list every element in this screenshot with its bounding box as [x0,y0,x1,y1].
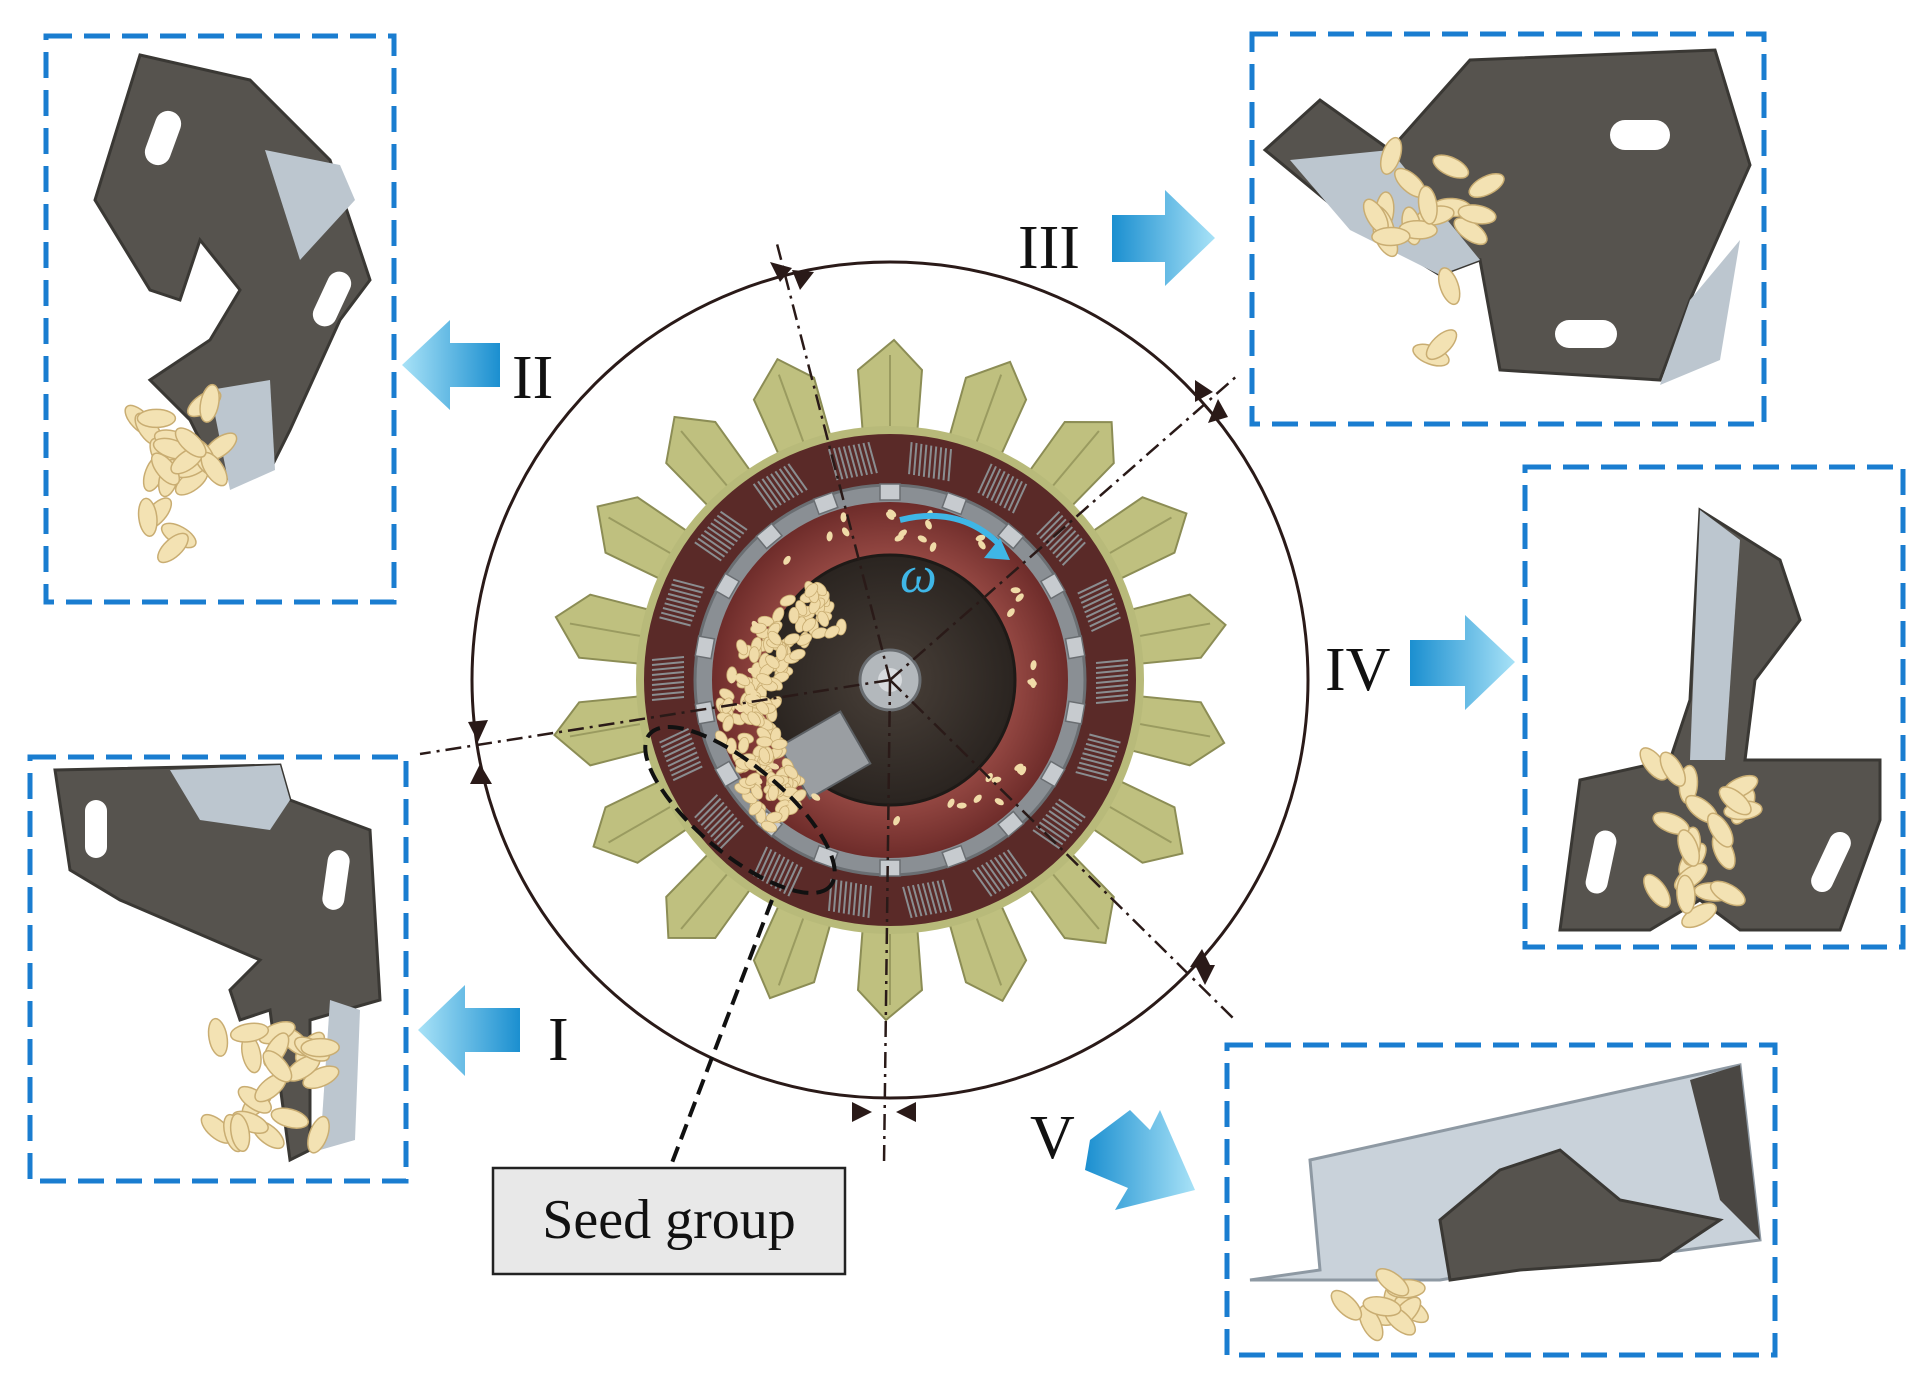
stage-label-iv: IV [1325,636,1391,704]
seed-cluster-ii [124,383,238,564]
stage-label-iii: III [1018,214,1080,282]
seed-cup-i [53,763,382,1163]
seed-group-outline [643,724,837,896]
stage-label-v: V [1030,1104,1075,1172]
arrow-down-right-icon [1085,1110,1195,1210]
spring [977,463,1028,514]
rotation-circle [419,239,1310,1166]
spring [827,878,872,918]
stage-ii-indicator: II [402,320,553,412]
rotation-arrow-icon [984,538,1010,560]
division-arrows [468,262,1228,1122]
arrow-left-icon [402,320,500,410]
seed-cluster-iii [1362,136,1505,367]
seed-cluster-i [200,1017,340,1154]
spring [1095,659,1129,704]
spring [1075,733,1121,782]
arrow-right-icon [1410,615,1515,710]
seed-group-callout: Seed group [491,724,847,1276]
stage-i-indicator: I [418,985,569,1076]
panel-stage-v [1224,1042,1778,1358]
stage-v-indicator: V [1030,1104,1195,1210]
spring [1077,578,1121,633]
omega-label: ω [900,547,937,604]
spring [659,578,705,627]
stage-label-i: I [548,1006,569,1074]
panel-stage-ii [43,33,397,605]
stage-iii-indicator: III [1018,190,1215,286]
spring [752,463,808,511]
stage-iv-indicator: IV [1325,615,1515,710]
spring [1032,798,1086,850]
panel-i-border [27,754,409,1184]
spring [902,879,952,919]
spring [659,727,703,782]
panel-v-border [1224,1042,1778,1358]
arrow-left-icon [418,985,520,1076]
seed-cluster-v [1330,1268,1429,1342]
seed-cup-iv [1558,507,1882,932]
spring [651,656,685,701]
panel-stage-iv [1522,464,1906,950]
rotation-direction: ω [899,512,1010,604]
seed-cup-iii [1262,48,1752,385]
seed-group-box [491,1166,847,1276]
seed-cup-ii [93,53,372,490]
panel-iv-border [1522,464,1906,950]
arrow-right-icon [1112,190,1215,286]
panel-stage-i [27,754,409,1184]
spring [694,510,748,562]
spring [1036,510,1086,566]
spring [694,794,744,850]
seed-cluster-iv [1639,747,1763,929]
seed-cup-v [1249,1063,1762,1282]
seed-group-label: Seed group [542,1189,796,1251]
stage-label-ii: II [512,344,553,412]
panel-ii-border [43,33,397,605]
panel-iii-border [1249,31,1767,427]
spring [908,442,953,482]
panel-stage-iii [1249,31,1767,427]
spring [972,849,1028,897]
